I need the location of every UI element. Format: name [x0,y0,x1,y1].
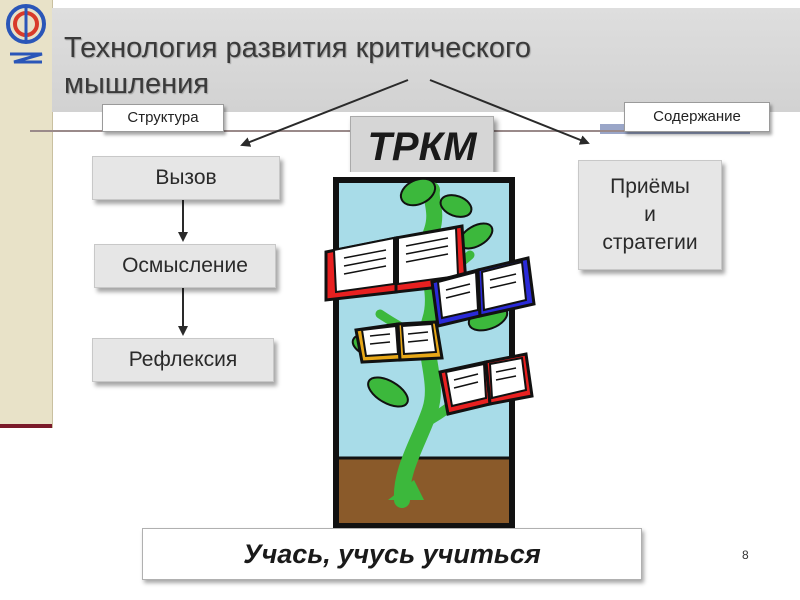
title-band [52,8,800,112]
methods-line: стратегии [602,231,698,254]
step-understanding: Осмысление [94,244,276,288]
open-book-icon [438,352,534,416]
open-book-icon [324,224,468,302]
left-sidebar [0,0,53,428]
open-book-icon [354,320,444,364]
sidebar-accent-line [0,424,52,428]
motto-box: Учась, учусь учиться [142,528,642,580]
page-number: 8 [742,548,749,562]
structure-label: Структура [102,104,224,132]
step-call: Вызов [92,156,280,200]
logo-emblem [6,4,46,64]
content-label: Содержание [624,102,770,132]
open-book-icon [430,256,536,328]
step-reflection: Рефлексия [92,338,274,382]
methods-line: Приёмы [610,175,690,198]
arrow-icon [178,79,590,336]
methods-line: и [644,203,656,226]
slide-title: Технология развития критического мышлени… [64,32,532,100]
methods-box: Приёмы и стратегии [578,160,722,270]
